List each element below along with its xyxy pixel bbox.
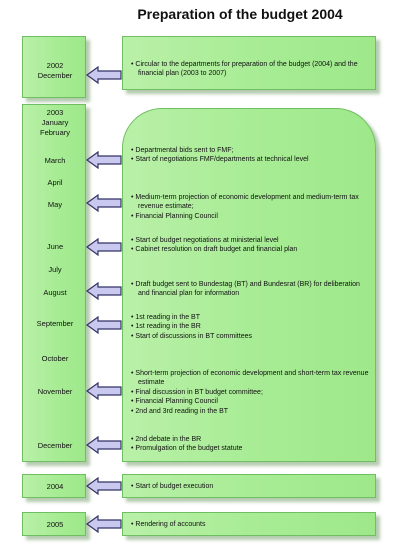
step-item: Draft budget sent to Bundestag (BT) and … [131,280,371,299]
step-box-2004: Start of budget execution [122,474,376,498]
step-item: Cabinet resolution on draft budget and f… [131,245,371,254]
month-label-february: February [39,128,70,137]
year-label-2005: 2005 [46,520,64,529]
month-label-august: August [43,288,67,297]
month-label-september: September [36,319,74,328]
year-box-2004: 2004 [22,474,86,498]
year-label-2004: 2004 [46,482,64,491]
left-arrow-icon [86,382,122,400]
left-arrow-icon [86,316,122,334]
left-arrow-icon [86,194,122,212]
step-list-march: Departmental bids sent to FMF; Start of … [131,146,371,165]
step-list-may: Medium-term projection of economic devel… [131,193,371,221]
month-label-july: July [48,265,62,274]
month-label-may: May [47,200,63,209]
month-label-november: November [37,387,73,396]
step-item: Rendering of accounts [131,520,371,529]
step-list-august: Draft budget sent to Bundestag (BT) and … [131,280,371,299]
step-list-june: Start of budget negotiations at minister… [131,236,371,255]
month-label-january: January [41,118,69,127]
month-label-december-2003: December [37,441,73,450]
step-box-circular: Circular to the departments for preparat… [122,36,376,90]
step-item: Start of budget negotiations at minister… [131,236,371,245]
step-list-september: 1st reading in the BT 1st reading in the… [131,313,371,341]
step-item: Start of negotiations FMF/departments at… [131,155,371,164]
left-arrow-icon [86,151,122,169]
year-box-2005: 2005 [22,512,86,536]
year-box-2002: 2002 December [22,36,86,98]
month-label-october: October [41,354,69,363]
month-label-march: March [44,156,66,165]
left-arrow-icon [86,238,122,256]
step-box-2005: Rendering of accounts [122,512,376,536]
left-arrow-icon [86,436,122,454]
step-item: Short-term projection of economic develo… [131,369,371,388]
year-label-2003: 2003 [46,108,64,117]
step-item: 1st reading in the BR [131,322,371,331]
step-item: 2nd and 3rd reading in the BT [131,407,371,416]
step-item: Financial Planning Council [131,397,371,406]
step-item: Medium-term projection of economic devel… [131,193,371,212]
step-item: Final discussion in BT budget committee; [131,388,371,397]
left-arrow-icon [86,66,122,84]
step-item: 2nd debate in the BR [131,435,371,444]
step-list-december: 2nd debate in the BR Promulgation of the… [131,435,371,454]
left-arrow-icon [86,477,122,495]
month-label-june: June [46,242,64,251]
month-label-december-2002: December [37,71,73,80]
left-arrow-icon [86,515,122,533]
year-box-2003: 2003 January February March April May Ju… [22,104,86,462]
step-item: Start of discussions in BT committees [131,332,371,341]
step-item: Financial Planning Council [131,212,371,221]
step-list-circular: Circular to the departments for preparat… [131,60,371,79]
step-item: Circular to the departments for preparat… [131,60,371,79]
page-title: Preparation of the budget 2004 [137,6,343,22]
step-item: 1st reading in the BT [131,313,371,322]
step-item: Promulgation of the budget statute [131,444,371,453]
step-list-2005: Rendering of accounts [131,520,371,529]
year-label-2002: 2002 [46,61,64,70]
step-list-2004: Start of budget execution [131,482,371,491]
month-label-april: April [47,178,63,187]
step-list-november: Short-term projection of economic develo… [131,369,371,416]
step-item: Departmental bids sent to FMF; [131,146,371,155]
step-item: Start of budget execution [131,482,371,491]
step-box-2003: Departmental bids sent to FMF; Start of … [122,108,376,462]
left-arrow-icon [86,282,122,300]
